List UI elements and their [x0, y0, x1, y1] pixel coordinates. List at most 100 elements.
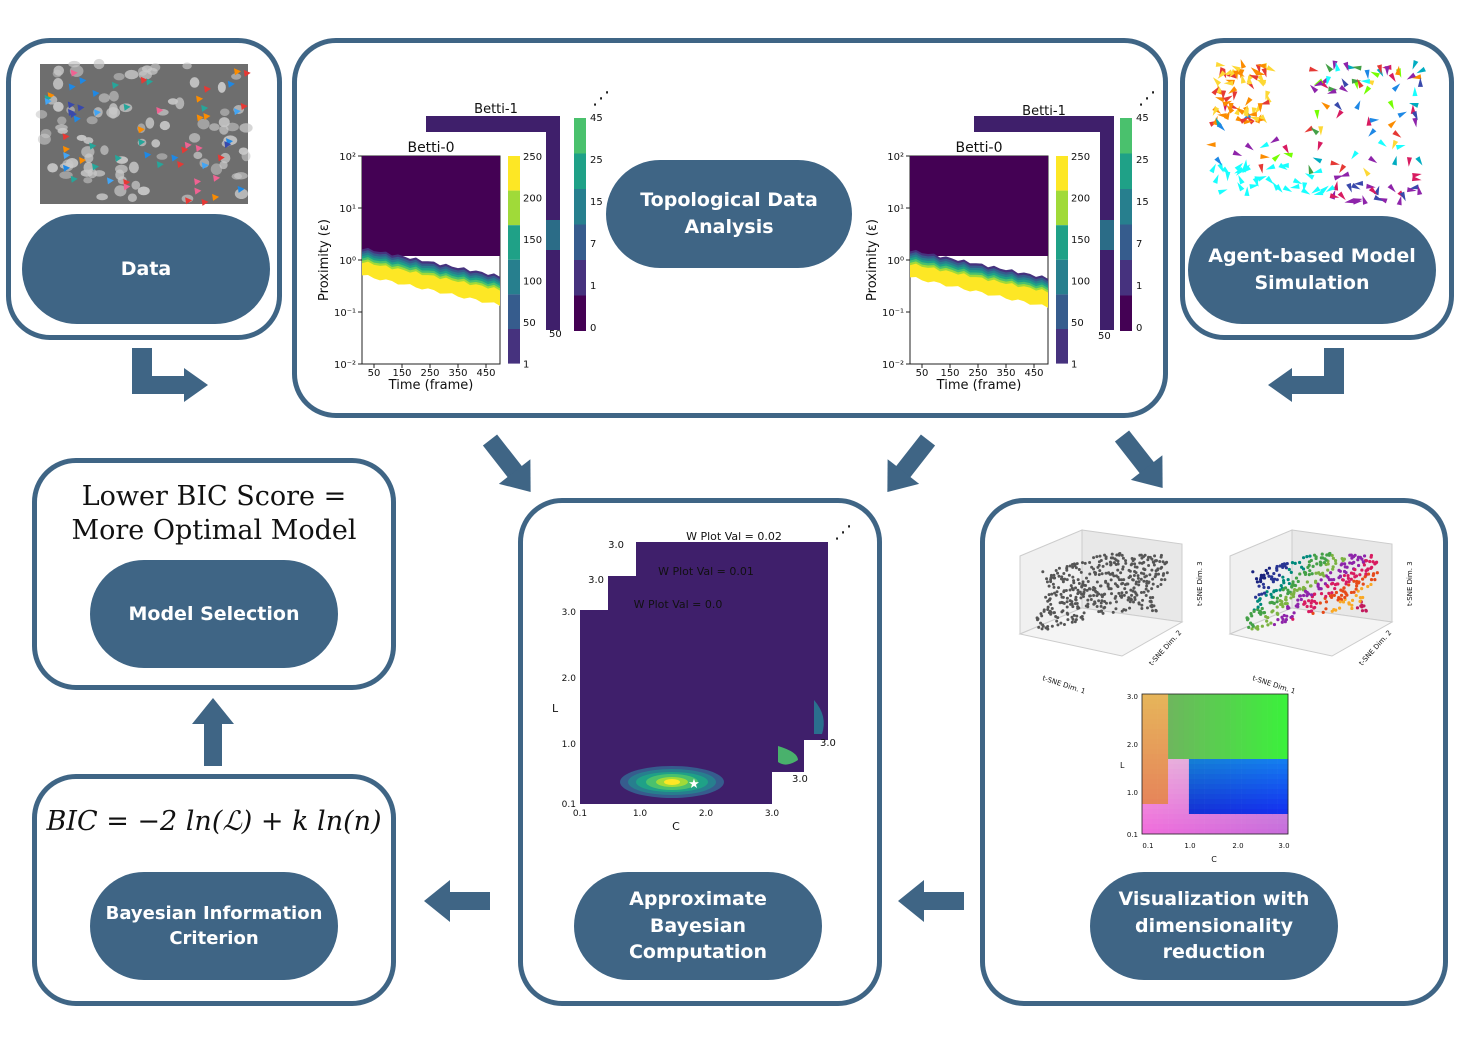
cell-marker: [177, 160, 185, 168]
param-map-cell: [1173, 749, 1179, 755]
tsne-point: [1255, 580, 1260, 584]
tsne-point: [1263, 576, 1267, 580]
agent-marker: [1392, 130, 1402, 138]
tsne-point: [1137, 583, 1141, 587]
param-map-cell: [1152, 739, 1158, 745]
tsne-point: [1151, 595, 1155, 599]
colorbar-segment: [1056, 190, 1068, 226]
tsne-gray-back-right: [1081, 529, 1183, 623]
colorbar-segment: [508, 190, 520, 226]
tsne-point: [1348, 561, 1352, 565]
param-map-cell: [1142, 754, 1148, 760]
tsne-point: [1312, 553, 1317, 557]
tsne-point: [1150, 587, 1154, 591]
tsne-point: [1108, 601, 1112, 605]
cell-nucleus: [68, 60, 81, 68]
agent-marker: [1290, 183, 1300, 189]
param-map-cell: [1147, 749, 1153, 755]
param-map-cell: [1162, 799, 1169, 805]
tsne-point: [1047, 598, 1051, 602]
agent-marker: [1248, 74, 1259, 81]
param-map-cell: [1277, 724, 1284, 730]
tsne-point: [1318, 601, 1322, 605]
tsne-point: [1333, 559, 1338, 563]
param-map-cell: [1152, 709, 1158, 715]
tsne-point: [1307, 592, 1311, 596]
colorbar-segment: [574, 118, 586, 154]
tsne-point: [1074, 586, 1078, 590]
tsne-point: [1082, 611, 1086, 615]
param-map-cell: [1272, 799, 1278, 805]
abc-label: Approximate Bayesian Computation: [628, 888, 767, 964]
param-map-cell: [1168, 794, 1174, 800]
tsne-point: [1092, 556, 1096, 560]
param-map-cell: [1188, 729, 1195, 735]
tsne-point: [1358, 573, 1362, 577]
tsne-point: [1077, 568, 1081, 572]
cell-marker: [77, 104, 85, 112]
tsne-point: [1142, 572, 1146, 576]
tsne-point: [1129, 588, 1133, 592]
param-map-cell: [1256, 694, 1263, 700]
tsne-point: [1270, 577, 1274, 581]
tsne-point: [1363, 575, 1367, 579]
param-map-cell: [1272, 734, 1278, 740]
param-map-cell: [1251, 754, 1258, 760]
param-map-cell: [1220, 809, 1226, 815]
param-map-cell: [1183, 734, 1190, 740]
tsne-point: [1094, 590, 1098, 594]
agent-marker: [1312, 157, 1323, 164]
tsne-point: [1128, 575, 1132, 579]
colorbar-segment: [574, 260, 586, 296]
param-map-cell: [1173, 789, 1179, 795]
agent-marker: [1313, 80, 1324, 87]
tsne-point: [1088, 594, 1092, 598]
abc-node: Approximate Bayesian Computation: [574, 872, 822, 980]
param-map-cell: [1251, 709, 1258, 715]
tsne-point: [1144, 594, 1148, 598]
param-map-cell: [1152, 754, 1158, 760]
tsne-point: [1088, 572, 1092, 576]
param-map-cell: [1204, 804, 1211, 810]
param-map-cell: [1173, 724, 1179, 730]
tsne-point: [1278, 599, 1282, 603]
tsne-point: [1271, 609, 1275, 613]
tsne-point: [1109, 563, 1113, 567]
tsne-point: [1121, 556, 1125, 560]
tsne-point: [1267, 566, 1272, 570]
tsne-point: [1065, 596, 1069, 600]
param-map-cell: [1282, 789, 1289, 795]
tsne-point: [1262, 611, 1266, 615]
param-map-cell: [1152, 824, 1158, 830]
colorbar-segment: [574, 153, 586, 189]
arrow-abc-to-bic: [424, 880, 490, 922]
tsne-point: [1088, 560, 1092, 564]
param-map-cell: [1220, 709, 1226, 715]
param-map-cell: [1157, 809, 1164, 815]
param-map-cell: [1261, 694, 1268, 700]
param-map-cell: [1267, 814, 1273, 820]
param-map-cell: [1173, 824, 1179, 830]
param-map-cell: [1225, 829, 1231, 835]
param-map-cell: [1142, 734, 1148, 740]
tsne-point: [1127, 568, 1131, 572]
tsne-point: [1316, 582, 1320, 587]
tsne-point: [1297, 587, 1302, 591]
param-map-cell: [1173, 714, 1179, 720]
cell-marker: [240, 102, 248, 110]
param-map-cell: [1204, 824, 1211, 830]
param-map-cell: [1178, 799, 1185, 805]
agent-marker: [1416, 66, 1426, 74]
param-map-cell: [1204, 699, 1211, 705]
agent-marker: [1337, 191, 1346, 201]
cell-nucleus: [98, 93, 110, 103]
param-map-cell: [1251, 719, 1258, 725]
tsne-point: [1140, 606, 1144, 610]
agent-marker: [1366, 183, 1376, 189]
param-map-cell: [1220, 699, 1226, 705]
param-map-cell: [1147, 724, 1153, 730]
param-map-cell: [1235, 804, 1242, 810]
param-map-cell: [1261, 734, 1268, 740]
param-map-cell: [1230, 704, 1237, 710]
param-map-cell: [1282, 769, 1289, 775]
